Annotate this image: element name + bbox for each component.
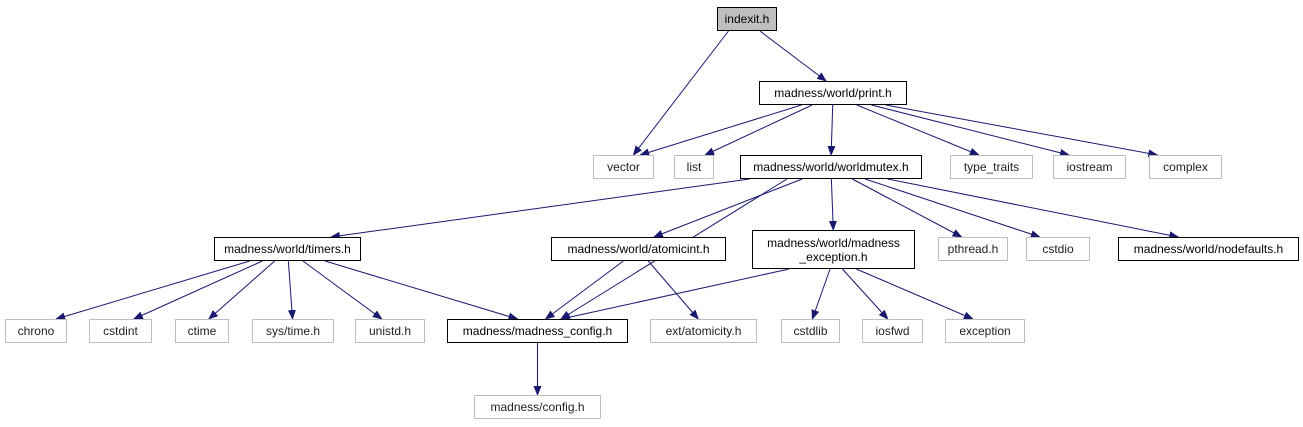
edge-worldmutex-to-timers: [329, 178, 750, 240]
edge-timers-to-madness_config: [324, 260, 519, 321]
node-label-line-2: _exception.h: [799, 249, 868, 264]
node-indexit: indexit.h: [717, 7, 777, 31]
edge-worldmutex-to-atomicint: [652, 178, 803, 238]
edge-print-to-list: [704, 104, 813, 156]
node-cstdlib: cstdlib: [781, 319, 840, 343]
node-label: cstdlib: [793, 324, 828, 338]
node-iosfwd: iosfwd: [862, 319, 923, 343]
edge-print-to-vector: [639, 104, 802, 157]
node-label: list: [686, 160, 702, 174]
edge-timers-to-chrono: [55, 260, 250, 321]
node-timers[interactable]: madness/world/timers.h: [214, 237, 361, 261]
edge-madness_exception-to-cstdlib: [811, 268, 831, 320]
node-worldmutex[interactable]: madness/world/worldmutex.h: [740, 155, 922, 179]
node-label: indexit.h: [724, 12, 770, 26]
node-label: pthread.h: [947, 242, 999, 256]
edge-worldmutex-to-madness_exception: [828, 178, 837, 231]
node-atomicint[interactable]: madness/world/atomicint.h: [551, 237, 726, 261]
node-label: iostream: [1066, 160, 1113, 174]
edge-atomicint-to-madness_config: [544, 260, 624, 320]
node-label: madness/world/timers.h: [224, 242, 351, 256]
edge-madness_exception-to-madness_config: [560, 268, 790, 321]
node-label: sys/time.h: [265, 324, 320, 338]
node-label: exception: [959, 324, 1011, 338]
node-unistd: unistd.h: [355, 319, 425, 343]
node-pthread: pthread.h: [938, 237, 1008, 261]
node-label: unistd.h: [368, 324, 412, 338]
edge-timers-to-cstdint: [132, 260, 263, 320]
node-madness-config[interactable]: madness/madness_config.h: [447, 319, 628, 343]
node-systime: sys/time.h: [252, 319, 334, 343]
node-label: madness/config.h: [490, 400, 585, 414]
edge-worldmutex-to-nodefaults: [887, 178, 1180, 240]
node-type-traits: type_traits: [950, 155, 1033, 179]
edge-timers-to-ctime: [208, 260, 276, 320]
node-label: ctime: [187, 324, 217, 338]
edge-print-to-complex: [885, 104, 1159, 158]
edge-timers-to-unistd: [302, 260, 383, 320]
node-label: madness/world/atomicint.h: [567, 242, 710, 256]
node-madness-exception[interactable]: madness/world/madness _exception.h: [752, 230, 915, 269]
node-list: list: [674, 155, 714, 179]
node-cstdio: cstdio: [1026, 237, 1090, 261]
node-ctime: ctime: [175, 319, 229, 343]
node-label-line-1: madness/world/madness: [767, 235, 900, 250]
node-label: iosfwd: [875, 324, 910, 338]
node-label: cstdio: [1042, 242, 1074, 256]
edge-madness_exception-to-iosfwd: [841, 268, 889, 320]
node-print[interactable]: madness/world/print.h: [759, 81, 907, 105]
node-label: madness/world/nodefaults.h: [1133, 242, 1284, 256]
node-complex: complex: [1149, 155, 1222, 179]
node-exception: exception: [945, 319, 1025, 343]
node-nodefaults[interactable]: madness/world/nodefaults.h: [1118, 237, 1299, 261]
node-label: vector: [607, 160, 640, 174]
edge-madness_exception-to-exception: [856, 268, 974, 320]
node-chrono: chrono: [5, 319, 67, 343]
node-label: madness/world/print.h: [774, 86, 892, 100]
node-vector: vector: [593, 155, 654, 179]
node-iostream: iostream: [1053, 155, 1126, 179]
edge-atomicint-to-atomicity: [647, 260, 699, 320]
edge-timers-to-systime: [287, 260, 296, 320]
edge-worldmutex-to-pthread: [852, 178, 963, 238]
node-label: cstdint: [103, 324, 138, 338]
node-label: madness/madness_config.h: [462, 324, 613, 338]
edge-print-to-type_traits: [856, 104, 980, 156]
node-label: chrono: [17, 324, 55, 338]
edge-print-to-iostream: [871, 104, 1070, 157]
edge-indexit-to-print: [759, 30, 827, 82]
node-label: ext/atomicity.h: [665, 324, 742, 338]
node-label: complex: [1163, 160, 1208, 174]
edge-print-to-worldmutex: [827, 104, 836, 156]
node-atomicity: ext/atomicity.h: [650, 319, 757, 343]
node-config: madness/config.h: [474, 395, 601, 419]
edge-indexit-to-vector: [632, 30, 729, 156]
node-label: type_traits: [963, 160, 1020, 174]
edge-worldmutex-to-cstdio: [864, 178, 1041, 238]
node-label: madness/world/worldmutex.h: [753, 160, 909, 174]
node-cstdint: cstdint: [89, 319, 152, 343]
